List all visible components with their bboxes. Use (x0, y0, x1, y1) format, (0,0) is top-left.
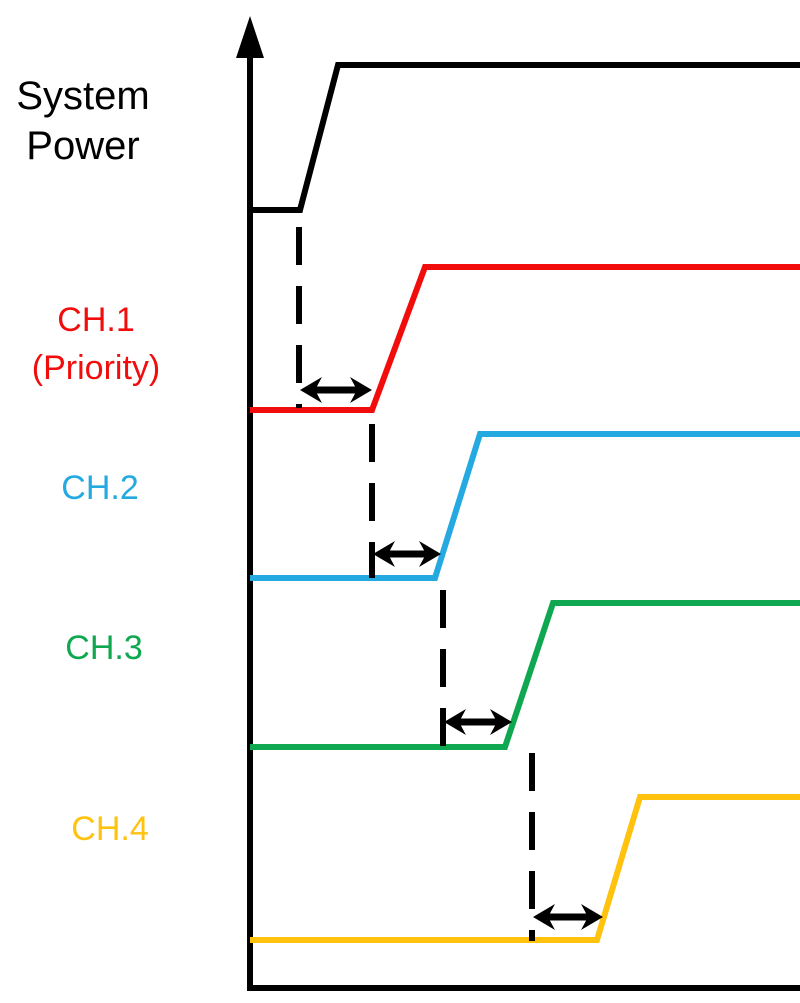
ch1-label: CH.1 (Priority) (16, 296, 176, 392)
delay-arrow-3-left-head-icon (444, 709, 466, 735)
delay-arrow-2-left-head-icon (373, 541, 395, 567)
ch3-label: CH.3 (65, 629, 143, 667)
waveform-system-power (250, 62, 800, 213)
waveform-ch-2 (250, 431, 800, 581)
ch1-label-line2: (Priority) (31, 349, 161, 387)
system-power-label-line1: System (16, 74, 150, 118)
ch4-label: CH.4 (71, 810, 149, 848)
waveform-ch-3 (250, 600, 800, 750)
ch2-label: CH.2 (61, 469, 139, 507)
delay-arrow-1-right-head-icon (350, 377, 372, 403)
delay-arrow-1-left-head-icon (300, 377, 322, 403)
ch1-label-line1: CH.1 (57, 301, 135, 339)
delay-arrow-4-left-head-icon (533, 904, 555, 930)
y-axis-arrowhead-icon (236, 16, 264, 58)
delay-arrow-4-right-head-icon (581, 904, 603, 930)
system-power-label-line2: Power (26, 124, 140, 168)
delay-arrow-3-right-head-icon (490, 709, 512, 735)
waveform-ch-4 (250, 794, 800, 943)
delay-arrow-2-right-head-icon (419, 541, 441, 567)
system-power-label: System Power (8, 71, 158, 171)
waveform-ch-1-priority (250, 264, 800, 413)
